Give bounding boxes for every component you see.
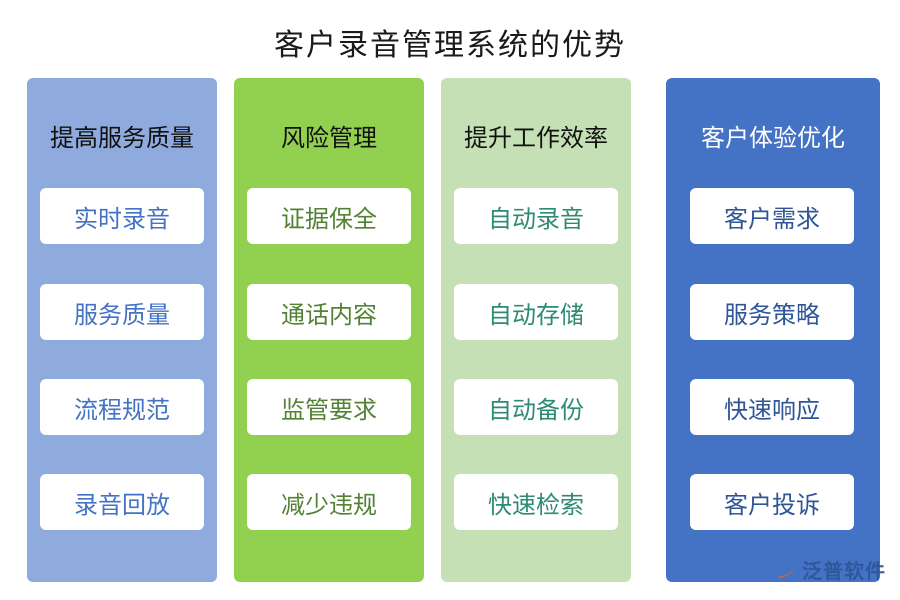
item-card: 通话内容 xyxy=(247,284,411,340)
item-card: 自动存储 xyxy=(454,284,618,340)
item-card: 快速检索 xyxy=(454,474,618,530)
item-card: 实时录音 xyxy=(40,188,204,244)
column-customer-experience: 客户体验优化 客户需求 服务策略 快速响应 客户投诉 xyxy=(666,78,880,582)
item-card: 自动录音 xyxy=(454,188,618,244)
item-card: 录音回放 xyxy=(40,474,204,530)
item-card: 客户需求 xyxy=(690,188,854,244)
brand-logo: 泛普软件 xyxy=(772,555,886,584)
column-heading: 提升工作效率 xyxy=(464,124,608,152)
item-card: 服务策略 xyxy=(690,284,854,340)
item-card: 自动备份 xyxy=(454,379,618,435)
item-card: 证据保全 xyxy=(247,188,411,244)
column-work-efficiency: 提升工作效率 自动录音 自动存储 自动备份 快速检索 xyxy=(441,78,631,582)
item-card: 服务质量 xyxy=(40,284,204,340)
item-card: 流程规范 xyxy=(40,379,204,435)
diagram-title: 客户录音管理系统的优势 xyxy=(274,28,626,63)
column-heading: 客户体验优化 xyxy=(701,124,845,152)
column-service-quality: 提高服务质量 实时录音 服务质量 流程规范 录音回放 xyxy=(27,78,217,582)
column-heading: 提高服务质量 xyxy=(50,124,194,152)
item-card: 快速响应 xyxy=(690,379,854,435)
column-risk-management: 风险管理 证据保全 通话内容 监管要求 减少违规 xyxy=(234,78,424,582)
item-card: 客户投诉 xyxy=(690,474,854,530)
item-card: 监管要求 xyxy=(247,379,411,435)
logo-text: 泛普软件 xyxy=(802,559,886,583)
fanpu-logo-icon xyxy=(772,556,798,584)
column-heading: 风险管理 xyxy=(281,124,377,152)
item-card: 减少违规 xyxy=(247,474,411,530)
